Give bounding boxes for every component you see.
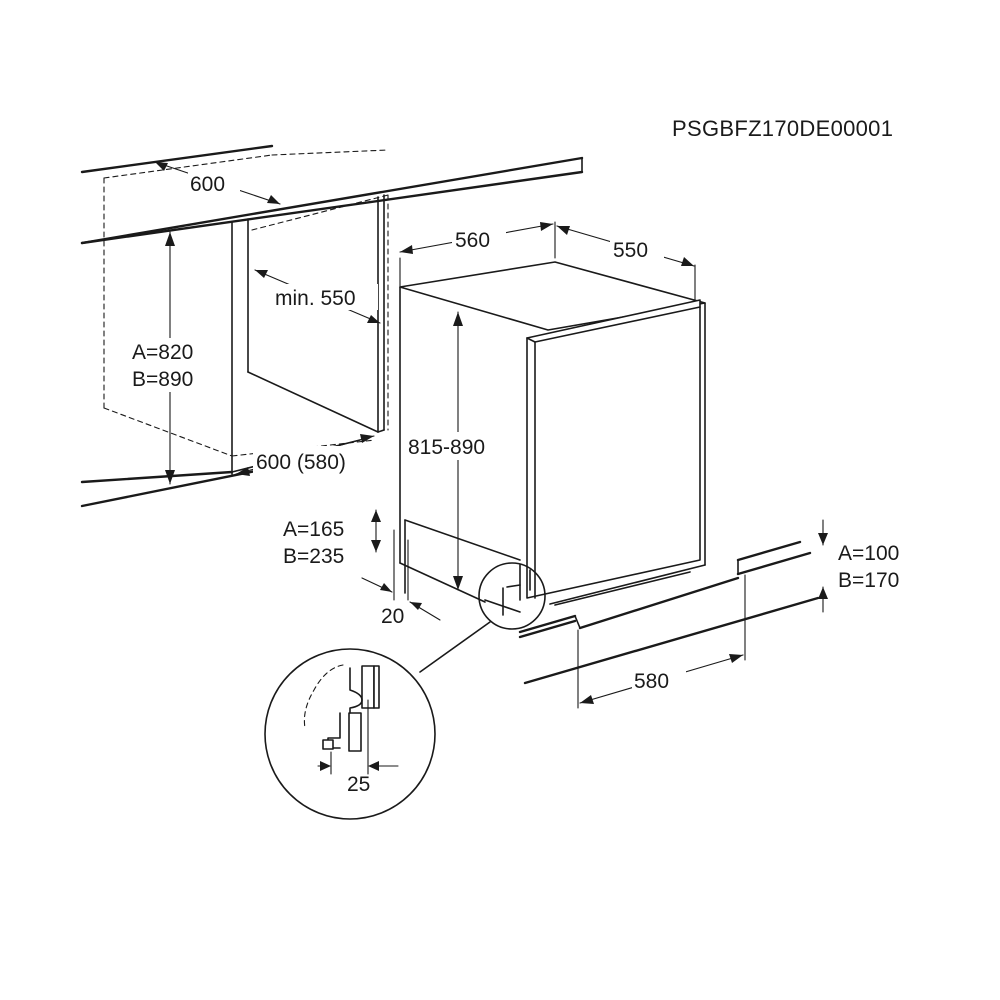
dim-appliance-width: 560	[399, 221, 556, 287]
kickboard	[518, 540, 820, 685]
label-appliance-depth: 550	[613, 239, 648, 262]
appliance-body	[399, 261, 706, 613]
dim-plinth-length: 580	[577, 574, 746, 709]
label-detail-gap: 25	[347, 773, 370, 796]
dim-appliance-depth: 550	[556, 225, 696, 301]
label-height-a: A=820	[132, 341, 193, 364]
label-kick-b: B=170	[838, 569, 899, 592]
label-niche-depth: 600	[190, 173, 225, 196]
dim-plinth-offset: 20	[361, 529, 441, 628]
dim-kickboard-height: A=100 B=170	[818, 519, 899, 613]
dim-min-width: min. 550	[254, 269, 381, 324]
dim-appliance-height: 815-890	[406, 311, 506, 591]
cabinet-side-panels	[231, 194, 385, 475]
hinge-detail: 25	[264, 648, 436, 820]
label-plinth-a: A=165	[283, 518, 344, 541]
dim-niche-height: A=820 B=890	[130, 231, 214, 485]
label-height-b: B=890	[132, 368, 193, 391]
label-plinth-length: 580	[634, 670, 669, 693]
dim-plinth-height: A=165 B=235	[283, 509, 381, 568]
label-kick-a: A=100	[838, 542, 899, 565]
detail-marker	[419, 562, 546, 673]
label-appliance-height: 815-890	[408, 436, 485, 459]
dim-niche-width: 600 (580)	[235, 434, 375, 476]
label-appliance-width: 560	[455, 229, 490, 252]
label-plinth-offset: 20	[381, 605, 404, 628]
diagram-code: PSGBFZ170DE00001	[672, 116, 893, 141]
label-min-width: min. 550	[275, 287, 356, 310]
label-plinth-b: B=235	[283, 545, 344, 568]
dim-niche-depth: 600	[154, 161, 281, 205]
label-niche-width: 600 (580)	[256, 451, 346, 474]
worktop	[80, 144, 584, 245]
